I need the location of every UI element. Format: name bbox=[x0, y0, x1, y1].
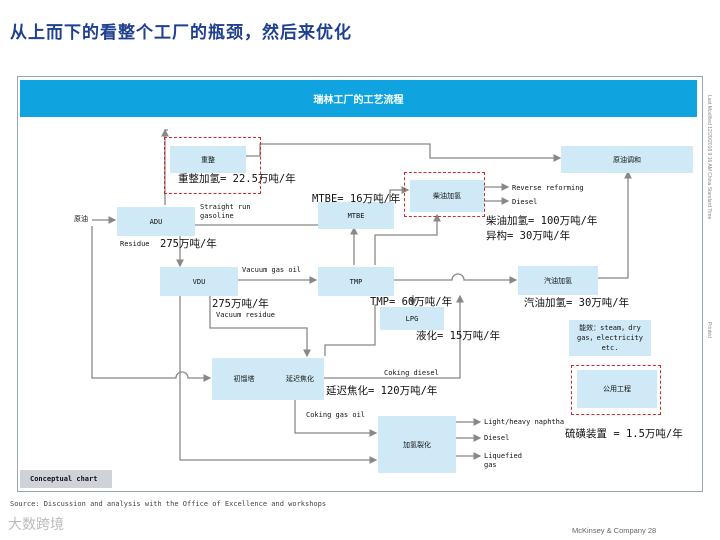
anno-heavy: 重整加氢= 22.5万吨/年 bbox=[178, 173, 296, 185]
line-coking-hc bbox=[294, 400, 378, 437]
unit-energy: 能效：steam，dry gas，electricity etc. bbox=[569, 320, 651, 356]
anno-gasoline: 汽油加氢= 30万吨/年 bbox=[524, 297, 630, 309]
anno-mtbe: MTBE= 16万吨/年 bbox=[312, 193, 401, 205]
label-vacuum-gas-oil: Vacuum gas oil bbox=[242, 266, 302, 274]
anno-lpg: 液化= 15万吨/年 bbox=[416, 330, 501, 342]
label-liquefied-gas: Liquefied gas bbox=[484, 452, 522, 469]
diagram-title: 瑞林工厂的工艺流程 bbox=[313, 95, 404, 106]
anno-isomer: 异构= 30万吨/年 bbox=[486, 230, 571, 242]
unit-crude-blending: 原油调和 bbox=[561, 146, 693, 173]
label-straight-run: Straight run gasoline bbox=[200, 203, 251, 220]
label-vacuum-residue: Vacuum residue bbox=[216, 311, 276, 319]
anno-adu: 275万吨/年 bbox=[160, 238, 217, 250]
side-printed: Printed bbox=[706, 322, 712, 338]
label-crude: 原油 bbox=[74, 215, 88, 223]
line-tmp-gasoline bbox=[393, 273, 518, 284]
line-tmp-diesel bbox=[374, 213, 441, 265]
diagram-frame bbox=[17, 76, 703, 492]
unit-prefractionator: 初馏塔 bbox=[212, 358, 276, 400]
anno-tmp: TMP= 60万吨/年 bbox=[370, 296, 453, 308]
anno-vdu: 275万吨/年 bbox=[212, 298, 269, 310]
unit-vdu: VDU bbox=[160, 267, 238, 296]
unit-lpg: LPG bbox=[380, 307, 444, 330]
conceptual-chart-tag: Conceptual chart bbox=[20, 470, 112, 488]
label-reverse-reforming: Reverse reforming bbox=[512, 184, 584, 192]
footer-brand: McKinsey & Company 28 bbox=[572, 526, 657, 535]
label-coking-diesel: Coking diesel bbox=[384, 369, 439, 377]
label-diesel-2: Diesel bbox=[484, 434, 510, 442]
label-naphtha: Light/heavy naphtha bbox=[484, 418, 565, 426]
anno-diesel: 柴油加氢= 100万吨/年 bbox=[486, 215, 598, 227]
label-diesel: Diesel bbox=[512, 198, 538, 206]
unit-gasoline-hydro: 汽油加氢 bbox=[518, 266, 598, 295]
unit-mtbe: MTBE bbox=[318, 202, 394, 229]
unit-delayed-coking: 延迟焦化 bbox=[276, 358, 324, 400]
unit-diesel-hydro: 柴油加氢 bbox=[410, 180, 484, 212]
source-note: Source: Discussion and analysis with the… bbox=[10, 500, 327, 508]
unit-heavy-reformer: 重整 bbox=[170, 146, 246, 173]
line-vdu-coking bbox=[209, 295, 311, 358]
label-coking-gas-oil: Coking gas oil bbox=[306, 411, 366, 419]
line-heavy-blend bbox=[245, 143, 562, 162]
highlight-diesel bbox=[404, 172, 485, 217]
page-title: 从上而下的看整个工厂的瓶颈，然后来优化 bbox=[10, 23, 352, 43]
watermark-logo: 大数跨境 bbox=[8, 517, 64, 533]
unit-adu: ADU bbox=[117, 207, 195, 236]
anno-coking: 延迟焦化= 120万吨/年 bbox=[326, 385, 438, 397]
highlight-utility bbox=[571, 365, 661, 415]
unit-hydrocracker: 加氢裂化 bbox=[378, 416, 456, 473]
unit-utility: 公用工程 bbox=[577, 370, 657, 408]
line-coking-lpg bbox=[324, 304, 378, 356]
unit-tmp: TMP bbox=[318, 267, 394, 296]
line-coking-diesel bbox=[322, 298, 461, 379]
highlight-heavy bbox=[164, 137, 261, 194]
label-residue: Residue bbox=[120, 240, 150, 248]
side-modified: Last Modified 12/20/2018 9:16 AM China S… bbox=[706, 95, 712, 220]
diagram-header: 瑞林工厂的工艺流程 bbox=[20, 80, 697, 117]
anno-sulfur: 硫磺装置 = 1.5万吨/年 bbox=[565, 428, 683, 440]
line-vdu-hc bbox=[179, 295, 378, 464]
line-residue-coking bbox=[91, 226, 212, 382]
line-gasoline-blend bbox=[598, 170, 632, 279]
